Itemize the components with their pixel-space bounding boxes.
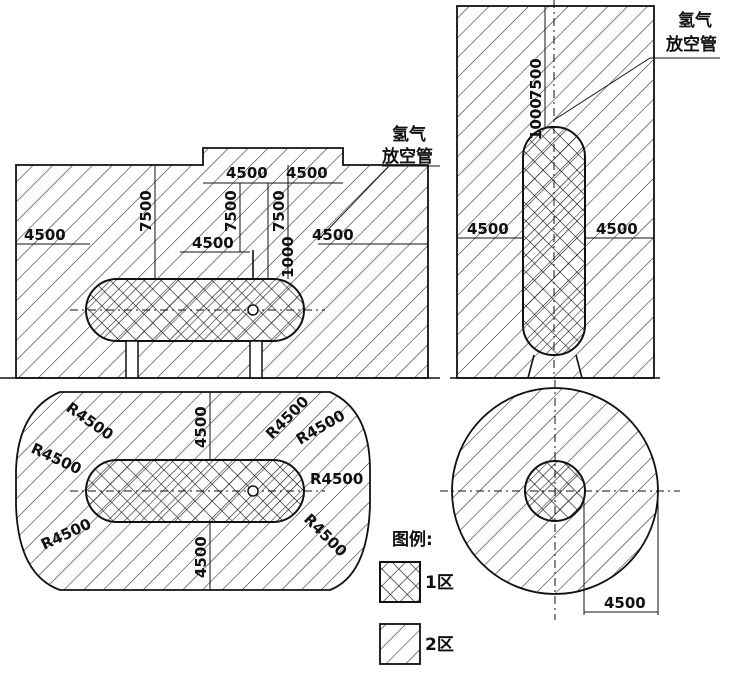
dim-plan-bottom: 4500	[192, 536, 210, 578]
plan-view: 4500 4500 R4500 R4500 R4500 R4500 R4500 …	[15, 391, 371, 591]
dim-front-h4: 1000	[279, 236, 297, 278]
plan-nozzle-symbol	[247, 485, 259, 497]
dim-circle-r: 4500	[604, 594, 646, 612]
front-vent-label-line1: 氢气	[392, 124, 426, 145]
legend-zone1-label: 1区	[425, 573, 454, 593]
dim-plan-r6: R4500	[310, 470, 363, 488]
front-leg-left	[125, 340, 139, 379]
side-vent-label-line2: 放空管	[665, 34, 717, 55]
side-vent-label-line1: 氢气	[678, 10, 712, 31]
dim-front-h3: 7500	[270, 190, 288, 232]
dim-front-right: 4500	[312, 226, 354, 244]
dim-front-h2: 7500	[222, 190, 240, 232]
circle-plan: 4500	[440, 380, 680, 620]
legend: 图例: 1区 2区	[379, 529, 454, 665]
side-elevation: 4500 4500 7500 1000 氢气 放空管	[450, 0, 720, 379]
front-elevation: 4500 4500 4500 4500 4500 7500 7500 7500 …	[0, 124, 440, 379]
dim-front-h1: 7500	[137, 190, 155, 232]
dim-plan-top: 4500	[192, 406, 210, 448]
dim-side-h2: 1000	[527, 98, 545, 140]
dim-side-h1: 7500	[527, 58, 545, 100]
side-tank-legs	[527, 354, 583, 379]
front-leg-right	[249, 340, 263, 379]
front-nozzle-symbol	[247, 304, 259, 316]
dim-front-top-a: 4500	[226, 164, 268, 182]
legend-zone2-swatch	[379, 623, 421, 665]
dim-front-inner: 4500	[192, 234, 234, 252]
dim-side-right: 4500	[596, 220, 638, 238]
front-vent-label-line2: 放空管	[381, 146, 433, 167]
dim-front-top-b: 4500	[286, 164, 328, 182]
dim-front-left: 4500	[24, 226, 66, 244]
legend-zone2-label: 2区	[425, 635, 454, 655]
dim-side-left: 4500	[467, 220, 509, 238]
legend-title: 图例:	[392, 529, 433, 550]
legend-zone1-swatch	[379, 561, 421, 603]
